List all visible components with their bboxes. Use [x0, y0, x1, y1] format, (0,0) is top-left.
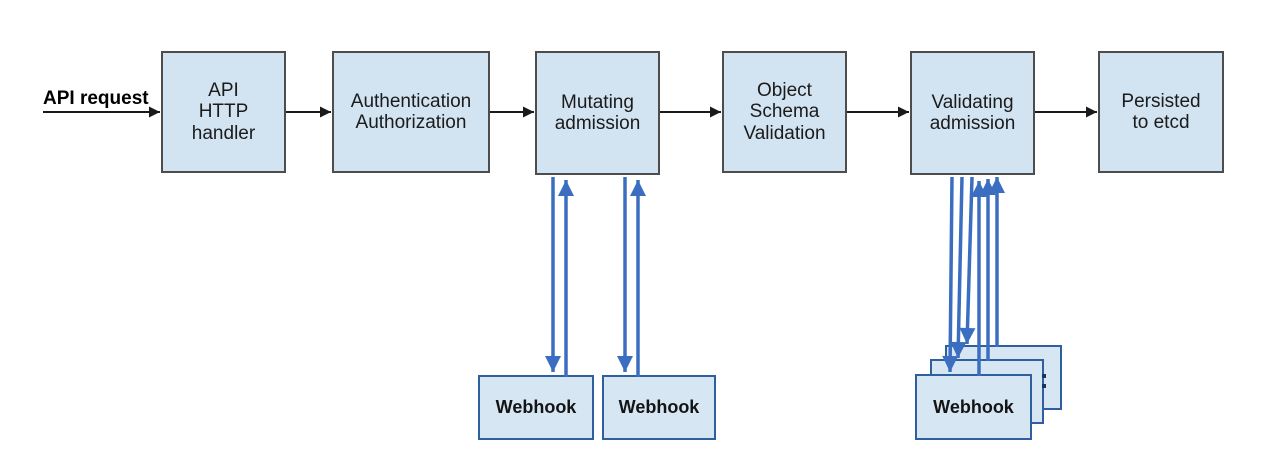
validating-webhook-box-front: Webhook	[915, 374, 1032, 440]
ellipsis-dot	[1042, 374, 1046, 378]
mutating-webhook-box-2: Webhook	[602, 375, 716, 440]
validating-webhook-down-arrow-back	[959, 176, 976, 345]
node-mutating-admission: Mutating admission	[535, 51, 660, 175]
more-webhooks-ellipsis-icon	[1042, 374, 1047, 390]
ellipsis-dot	[1042, 384, 1046, 388]
validating-webhook-down-arrow-middle	[950, 176, 967, 359]
mutating-webhook-box-1: Webhook	[478, 375, 594, 440]
node-persisted-to-etcd: Persisted to etcd	[1098, 51, 1224, 173]
node-api-http-handler: API HTTP handler	[161, 51, 286, 173]
api-request-label: API request	[43, 88, 149, 109]
validating-webhook-down-arrow-front	[942, 176, 959, 373]
node-authentication-authorization: Authentication Authorization	[332, 51, 490, 173]
node-validating-admission: Validating admission	[910, 51, 1035, 175]
node-object-schema-validation: Object Schema Validation	[722, 51, 847, 173]
